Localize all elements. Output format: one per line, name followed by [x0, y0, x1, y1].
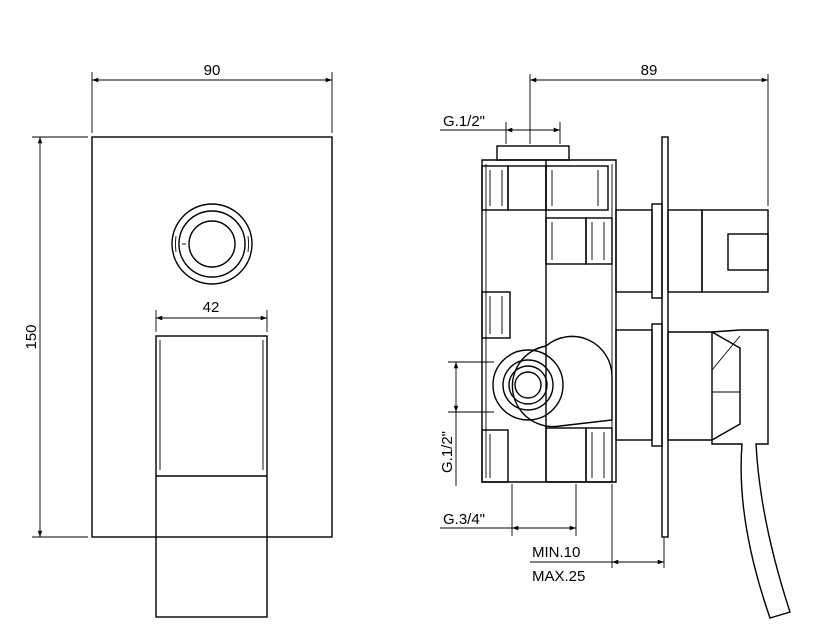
lower-ports: [481, 427, 613, 483]
wall-plate-side: [661, 136, 669, 538]
side-view: 89 G.1/2" G.1/2" G.3/4": [439, 62, 791, 619]
diverter-knob: [171, 203, 253, 285]
dimension-side-thread: G.1/2": [439, 361, 494, 486]
dimension-width: 90: [91, 62, 333, 133]
height-label: 150: [23, 324, 40, 349]
dimension-height: 150: [23, 136, 88, 538]
front-view: 90 150 42: [23, 62, 333, 618]
upper-ports: [481, 165, 609, 211]
dimension-bottom-thread: G.3/4": [440, 484, 577, 536]
top-thread-label: G.1/2": [443, 113, 485, 130]
left-inlet: [492, 335, 613, 428]
bottom-thread-label: G.3/4": [443, 511, 485, 528]
width-label: 90: [204, 62, 221, 79]
depth-label: 89: [641, 62, 658, 79]
lever-handle-side: [615, 323, 791, 619]
dimension-lever-width: 42: [155, 299, 268, 332]
valve-body: [481, 159, 617, 483]
cover-plate: [91, 136, 333, 538]
top-outlet-stub: [496, 145, 570, 161]
diverter-spindle-side: [615, 203, 769, 299]
lever-width-label: 42: [203, 299, 220, 316]
dimension-top-thread: G.1/2": [440, 113, 561, 144]
side-thread-label: G.1/2": [439, 431, 456, 473]
max-label: MAX.25: [532, 568, 585, 585]
dimension-wall-depth: MIN.10 MAX.25: [530, 484, 665, 585]
min-label: MIN.10: [532, 544, 580, 561]
middle-cavity: [481, 217, 613, 339]
dimension-depth: 89: [529, 62, 769, 206]
lever-handle-front: [155, 335, 268, 618]
